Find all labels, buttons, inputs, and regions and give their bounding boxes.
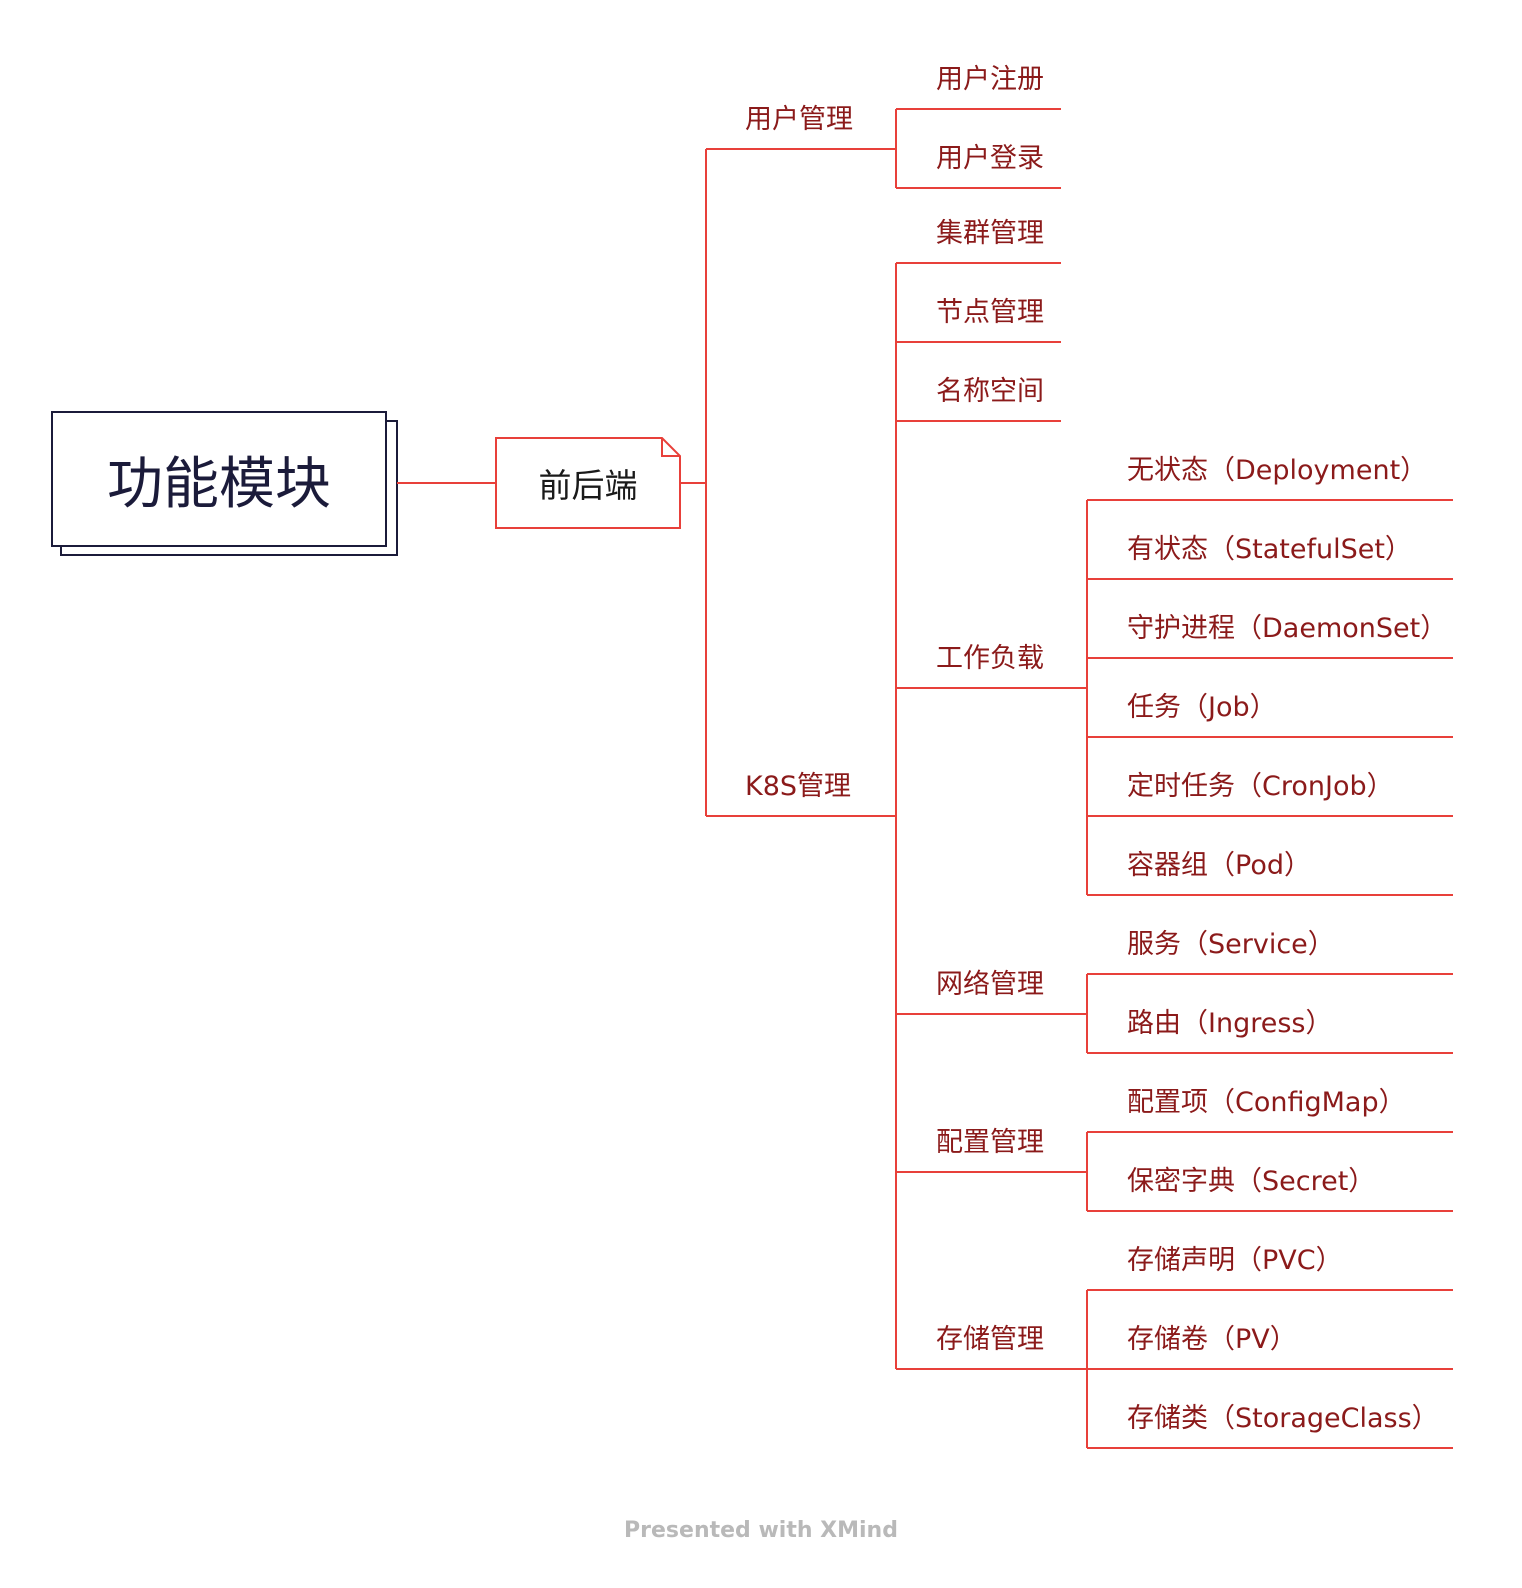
hub-fold (661, 438, 680, 457)
hub-topic-label[interactable]: 前后端 (538, 466, 638, 505)
root-topic-label[interactable]: 功能模块 (107, 451, 331, 517)
topic-storageclass[interactable]: 存储类（StorageClass） (1127, 1403, 1439, 1434)
topic-statefulset[interactable]: 有状态（StatefulSet） (1127, 534, 1412, 565)
topic-user-management[interactable]: 用户管理 (745, 104, 853, 135)
topic-node-management[interactable]: 节点管理 (936, 297, 1044, 328)
topic-cluster-management[interactable]: 集群管理 (936, 218, 1044, 249)
topic-cronjob[interactable]: 定时任务（CronJob） (1127, 771, 1394, 802)
topic-namespace[interactable]: 名称空间 (936, 376, 1044, 407)
root-box[interactable] (51, 411, 387, 547)
topic-ingress[interactable]: 路由（Ingress） (1127, 1008, 1333, 1039)
topic-storage-management[interactable]: 存储管理 (936, 1324, 1044, 1355)
topic-job[interactable]: 任务（Job） (1127, 692, 1277, 723)
topic-deployment[interactable]: 无状态（Deployment） (1127, 455, 1428, 486)
topic-workload[interactable]: 工作负载 (936, 643, 1044, 674)
topic-k8s-management[interactable]: K8S管理 (745, 771, 852, 802)
topic-pv[interactable]: 存储卷（PV） (1127, 1324, 1297, 1355)
topic-pvc[interactable]: 存储声明（PVC） (1127, 1245, 1343, 1276)
footer-watermark: Presented with XMind (624, 1518, 898, 1543)
topic-user-register[interactable]: 用户注册 (936, 64, 1044, 95)
topic-pod[interactable]: 容器组（Pod） (1127, 850, 1311, 881)
topic-daemonset[interactable]: 守护进程（DaemonSet） (1127, 613, 1448, 644)
topic-secret[interactable]: 保密字典（Secret） (1127, 1166, 1376, 1197)
topic-service[interactable]: 服务（Service） (1127, 929, 1335, 960)
topic-configmap[interactable]: 配置项（ConfigMap） (1127, 1087, 1406, 1118)
topic-config-management[interactable]: 配置管理 (936, 1127, 1044, 1158)
topic-network-management[interactable]: 网络管理 (936, 969, 1044, 1000)
topic-user-login[interactable]: 用户登录 (936, 143, 1044, 174)
hub-box[interactable] (495, 437, 681, 529)
